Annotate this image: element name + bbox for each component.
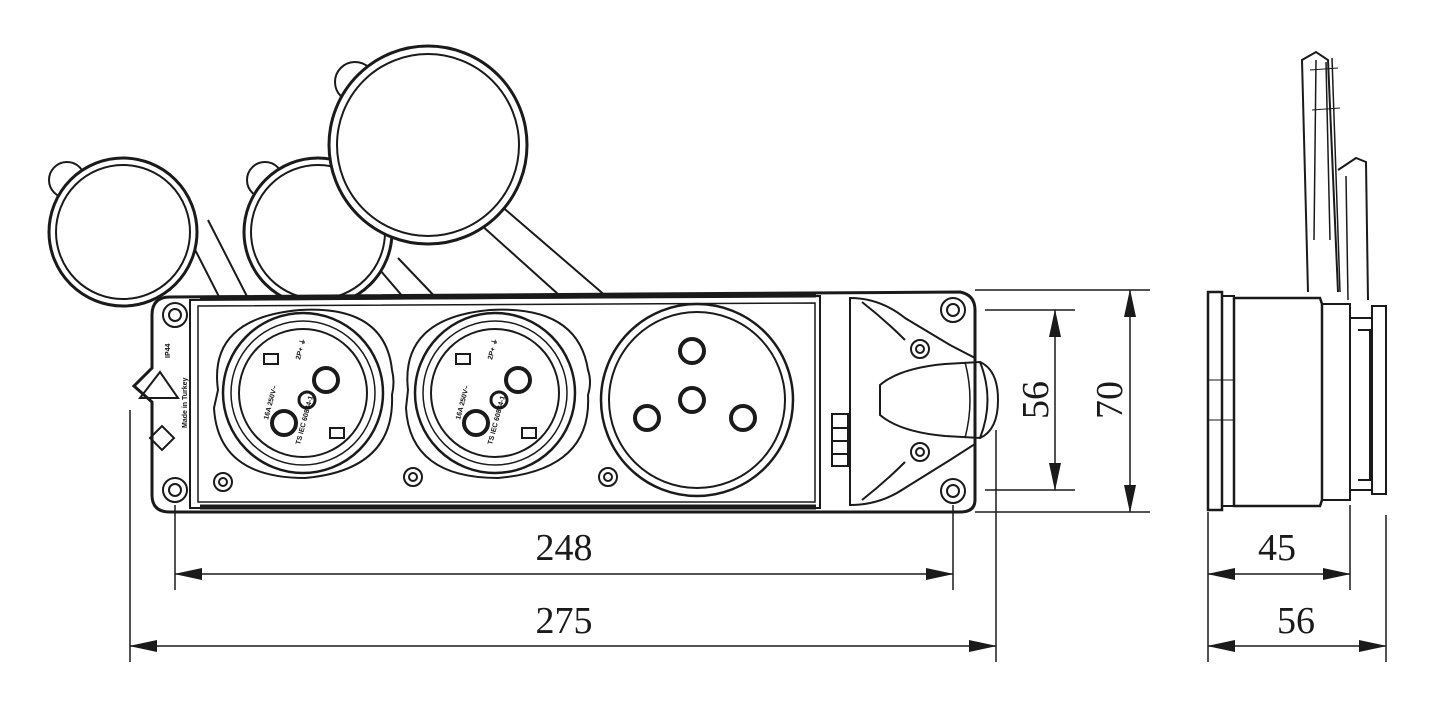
dim-70-label: 70 xyxy=(1089,381,1131,419)
front-dimensions xyxy=(129,289,1150,662)
cover-lid-left xyxy=(47,156,260,332)
dim-56-depth-label: 56 xyxy=(1277,600,1315,642)
cover-lid-top xyxy=(327,44,624,332)
dim-275-label: 275 xyxy=(536,600,593,642)
schuko-socket-1 xyxy=(212,308,395,480)
side-view xyxy=(1206,50,1387,512)
dim-56-height-label: 56 xyxy=(1015,381,1057,419)
cable-gland xyxy=(831,296,1000,507)
front-view xyxy=(47,44,1000,514)
side-dimensions xyxy=(1207,505,1387,662)
ip-rating-label: IP44 xyxy=(165,343,172,358)
dim-45-label: 45 xyxy=(1258,527,1296,569)
origin-label: Made in Turkey xyxy=(182,377,189,428)
three-pin-socket xyxy=(599,302,795,498)
dim-248-label: 248 xyxy=(536,527,593,569)
schuko-socket-2 xyxy=(404,308,591,480)
